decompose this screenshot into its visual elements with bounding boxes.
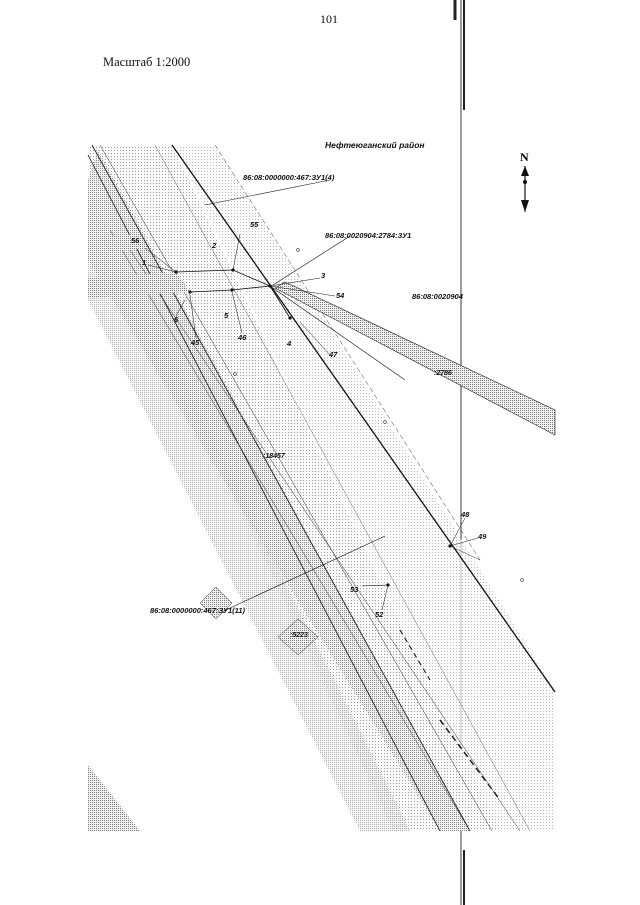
point-label: 53 bbox=[350, 585, 359, 594]
point-label: 4 bbox=[287, 339, 292, 348]
road-shoulder bbox=[88, 190, 410, 831]
leader-zu4 bbox=[204, 179, 331, 206]
leader-55 bbox=[232, 233, 241, 271]
survey-point bbox=[268, 284, 272, 288]
survey-point bbox=[174, 270, 178, 274]
plot-5223 bbox=[277, 618, 319, 656]
point-label: 54 bbox=[336, 291, 345, 300]
marker bbox=[383, 420, 387, 424]
point-label: 45 bbox=[191, 338, 200, 347]
point-label: 47 bbox=[329, 350, 338, 359]
boundary-segment bbox=[269, 285, 291, 319]
parcel-label-zu11: 86:08:0000000:467:ЗУ1(11) bbox=[150, 606, 245, 615]
page-number: 101 bbox=[320, 12, 338, 26]
point-label: 52 bbox=[375, 610, 384, 619]
boundary-segment bbox=[269, 285, 406, 381]
road-embankment bbox=[88, 150, 470, 831]
leader-46 bbox=[231, 291, 243, 334]
road-line bbox=[154, 144, 531, 832]
marker bbox=[233, 372, 237, 376]
point-label: 46 bbox=[238, 333, 247, 342]
leader-52 bbox=[381, 584, 389, 611]
adjacent-plot bbox=[88, 765, 140, 831]
road-corridor bbox=[88, 145, 500, 831]
leader-zu11 bbox=[214, 535, 386, 616]
survey-point bbox=[230, 288, 234, 292]
leader-49 bbox=[449, 537, 479, 547]
point-label: 56 bbox=[131, 236, 140, 245]
parcel-label-18457: :18457 bbox=[263, 453, 285, 460]
leader-53 bbox=[361, 584, 389, 587]
boundary-segment bbox=[449, 545, 481, 561]
survey-point bbox=[448, 544, 452, 548]
marker bbox=[296, 248, 300, 252]
leader-1 bbox=[147, 264, 177, 273]
leader-56 bbox=[144, 247, 177, 273]
leader-54 bbox=[269, 285, 336, 297]
quarter-label: 86:08:0020904 bbox=[412, 292, 463, 301]
left-band bbox=[88, 272, 190, 298]
dashed-boundary bbox=[214, 144, 481, 561]
parcel-label-zu1: 86:08:0020904:2784:ЗУ1 bbox=[325, 231, 412, 240]
north-letter: N bbox=[520, 150, 529, 164]
leader-zu1 bbox=[272, 235, 351, 286]
survey-point bbox=[386, 583, 390, 587]
plot-diamond bbox=[199, 586, 233, 620]
point-label: 3 bbox=[321, 271, 326, 280]
leader-48 bbox=[449, 517, 466, 547]
parcel-zu4-area bbox=[175, 145, 555, 831]
district-label: Нефтеюганский район bbox=[325, 140, 425, 150]
road-line bbox=[87, 154, 441, 832]
compass-icon bbox=[521, 166, 529, 212]
leader-47 bbox=[299, 321, 331, 356]
leader-6 bbox=[175, 299, 186, 317]
leader-45 bbox=[189, 294, 197, 339]
point-label: 49 bbox=[478, 532, 487, 541]
point-label: 2 bbox=[212, 241, 217, 250]
point-label: 5 bbox=[224, 311, 229, 320]
survey-point bbox=[188, 290, 192, 294]
parcel-label-5223: :5223 bbox=[290, 632, 308, 639]
parcel-label-zu4: 86:08:0000000:467:ЗУ1(4) bbox=[243, 173, 335, 182]
point-label: 55 bbox=[250, 220, 259, 229]
road-line bbox=[99, 144, 493, 832]
road-line bbox=[129, 249, 521, 832]
marker bbox=[520, 578, 524, 582]
road-line bbox=[109, 229, 471, 832]
survey-point bbox=[288, 316, 292, 320]
parcel-label-2786: :2786 bbox=[434, 370, 452, 377]
point-label: 6 bbox=[174, 315, 179, 324]
parcel-boundary bbox=[171, 144, 556, 693]
plot-56 bbox=[100, 234, 148, 252]
north-arrow: N bbox=[518, 150, 532, 214]
survey-point bbox=[231, 268, 235, 272]
map-scale: Масштаб 1:2000 bbox=[103, 55, 191, 69]
point-label: 1 bbox=[142, 258, 147, 267]
point-label: 48 bbox=[461, 510, 470, 519]
road-line bbox=[91, 144, 471, 832]
leader-3 bbox=[269, 277, 321, 287]
road-centerline bbox=[399, 629, 431, 681]
road-centerline bbox=[439, 719, 501, 801]
